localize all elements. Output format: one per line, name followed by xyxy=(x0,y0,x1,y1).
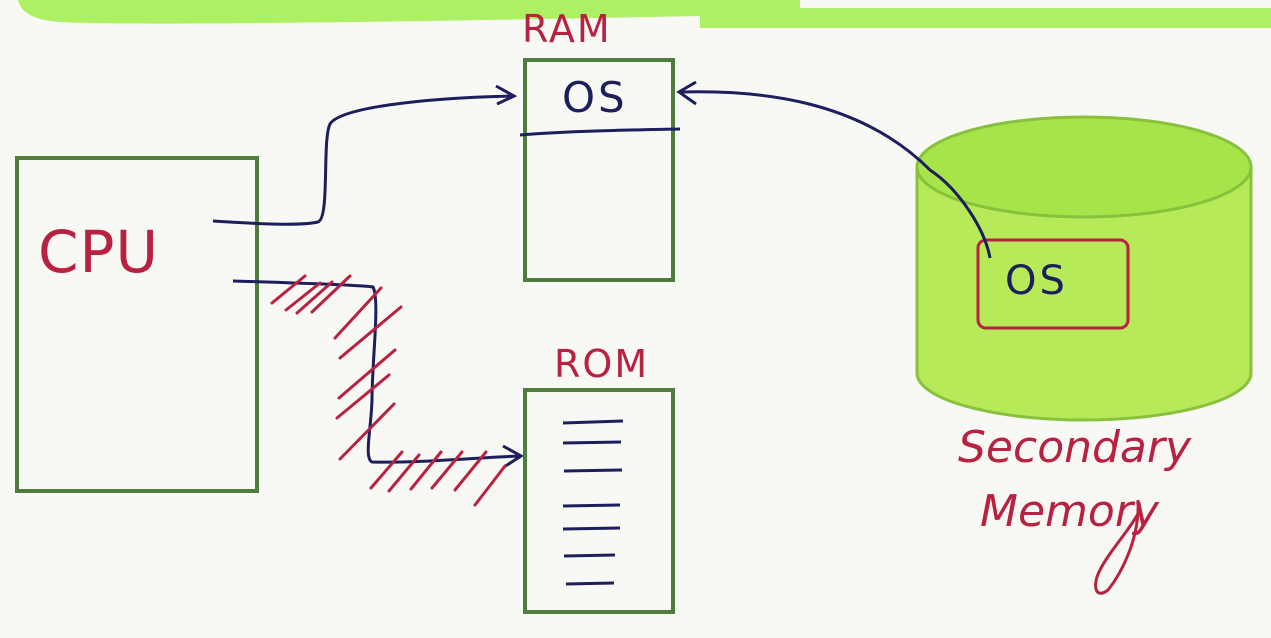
top-banner xyxy=(18,0,1271,28)
disk-os-label: OS xyxy=(1005,258,1068,304)
disk-to-ram-arrowhead xyxy=(676,80,697,106)
disk-os-box xyxy=(976,238,1130,330)
cpu-box xyxy=(15,156,259,493)
cpu-label: CPU xyxy=(38,218,159,286)
ram-os-label: OS xyxy=(562,73,628,122)
ram-os-divider xyxy=(519,127,681,137)
rom-content-lines xyxy=(562,419,624,586)
rom-label: ROM xyxy=(554,342,649,386)
cpu-to-ram-arrow xyxy=(212,94,513,226)
rom-path-hatch-marks xyxy=(270,274,507,507)
disk-top xyxy=(915,115,1253,219)
secondary-memory-label-line2: Memory xyxy=(980,486,1160,537)
cpu-to-ram-arrowhead xyxy=(495,84,518,106)
rom-box xyxy=(523,388,675,614)
disk-body xyxy=(915,165,1253,422)
secondary-memory-label-tail xyxy=(1094,499,1142,595)
secondary-memory-label-line1: Secondary xyxy=(958,422,1192,473)
secondary-memory-disk xyxy=(915,115,1253,422)
cpu-to-rom-arrow xyxy=(232,279,521,464)
ram-box xyxy=(523,58,675,282)
cpu-to-rom-arrowhead xyxy=(502,444,524,469)
ram-label: RAM xyxy=(522,7,612,51)
disk-to-ram-arrow xyxy=(681,90,992,259)
